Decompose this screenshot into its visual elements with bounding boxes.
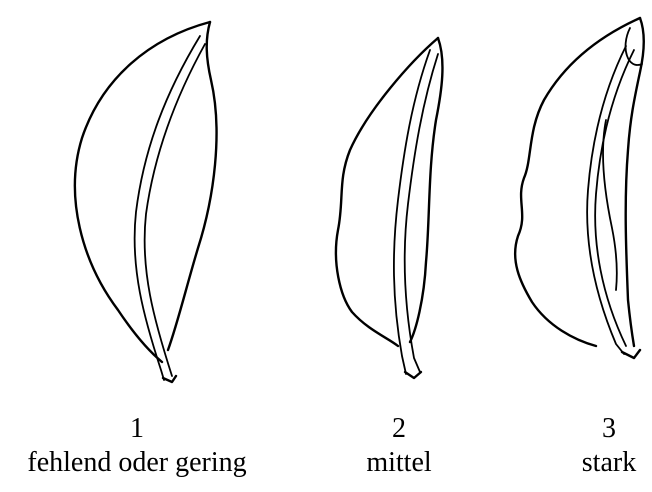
leaf-1-midrib-left xyxy=(135,36,200,380)
leaf-2-drawing xyxy=(336,38,443,378)
leaf-3-petiole xyxy=(622,350,640,358)
leaf-1-number: 1 xyxy=(2,412,272,446)
leaf-1-right-margin xyxy=(168,22,217,350)
leaf-1-caption: 1 fehlend oder gering xyxy=(2,412,272,480)
leaf-3-inner-curl xyxy=(603,120,617,290)
leaf-drawings xyxy=(0,0,652,400)
leaf-2-number: 2 xyxy=(344,412,454,446)
leaf-2-midrib-left xyxy=(394,50,430,374)
leaf-2-right-margin xyxy=(410,38,442,342)
leaf-3-number: 3 xyxy=(566,412,652,446)
leaf-3-label: stark xyxy=(566,446,652,480)
leaf-2-caption: 2 mittel xyxy=(344,412,454,480)
leaf-1-label: fehlend oder gering xyxy=(2,446,272,480)
leaf-1-petiole xyxy=(163,376,176,382)
leaf-2-label: mittel xyxy=(344,446,454,480)
leaf-2-midrib-right xyxy=(405,54,438,372)
leaf-3-drawing xyxy=(515,18,644,358)
leaf-3-right-margin xyxy=(626,18,644,346)
leaf-3-inner-fold xyxy=(626,28,642,65)
leaf-1-drawing xyxy=(75,22,217,382)
leaf-3-caption: 3 stark xyxy=(566,412,652,480)
leaf-2-petiole xyxy=(405,372,421,378)
leaf-3-left-margin xyxy=(515,18,640,346)
